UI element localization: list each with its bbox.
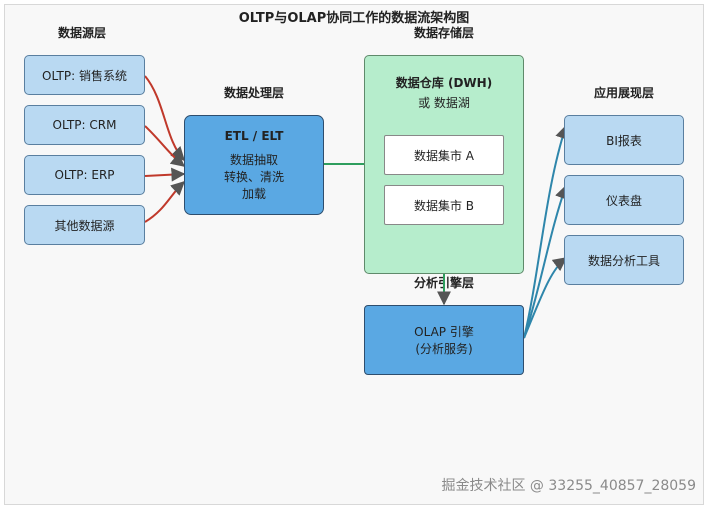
source-label: OLTP: 销售系统 bbox=[42, 68, 127, 83]
dwh-subtitle: 或 数据湖 bbox=[418, 96, 470, 110]
olap-line-1: OLAP 引擎 bbox=[414, 325, 474, 339]
arrow-olap-tools bbox=[523, 257, 568, 339]
arrow-olap-bi bbox=[523, 124, 569, 339]
arrow-src-erp-etl bbox=[144, 167, 186, 182]
etl-title: ETL / ELT bbox=[224, 128, 284, 143]
source-label: OLTP: ERP bbox=[54, 168, 115, 182]
mart-b-box: 数据集市 B bbox=[384, 185, 504, 225]
app-label: 仪表盘 bbox=[605, 193, 642, 208]
application-layer-label: 应用展现层 bbox=[594, 86, 655, 100]
source-box-crm: OLTP: CRM bbox=[24, 105, 145, 145]
mart-a-box: 数据集市 A bbox=[384, 135, 504, 175]
arrow-src-other-etl bbox=[144, 181, 186, 223]
source-box-sales: OLTP: 销售系统 bbox=[24, 55, 145, 95]
mart-b-label: 数据集市 B bbox=[413, 198, 475, 213]
etl-line-2: 转换、清洗 bbox=[223, 169, 284, 184]
dwh-title: 数据仓库 (DWH) bbox=[395, 76, 493, 90]
processing-layer-label: 数据处理层 bbox=[224, 86, 285, 100]
arrow-src-crm-etl bbox=[144, 125, 186, 167]
watermark: 掘金技术社区 @ 33255_40857_28059 bbox=[441, 478, 696, 494]
diagram-title: OLTP与OLAP协同工作的数据流架构图 bbox=[238, 11, 470, 26]
app-label: 数据分析工具 bbox=[587, 253, 660, 268]
olap-box: OLAP 引擎 (分析服务) bbox=[364, 305, 524, 375]
source-label: 其他数据源 bbox=[54, 218, 115, 233]
app-box-tools: 数据分析工具 bbox=[564, 235, 684, 285]
source-layer-label: 数据源层 bbox=[58, 26, 107, 40]
mart-a-label: 数据集市 A bbox=[413, 148, 475, 163]
olap-line-2: (分析服务) bbox=[415, 342, 473, 356]
etl-line-3: 加载 bbox=[241, 186, 266, 201]
source-box-other: 其他数据源 bbox=[24, 205, 145, 245]
etl-box: ETL / ELT 数据抽取 转换、清洗 加载 bbox=[184, 115, 324, 215]
source-box-erp: OLTP: ERP bbox=[24, 155, 145, 195]
app-box-bi: BI报表 bbox=[564, 115, 684, 165]
storage-layer-label: 数据存储层 bbox=[414, 26, 475, 40]
app-label: BI报表 bbox=[606, 133, 642, 148]
app-box-dashboard: 仪表盘 bbox=[564, 175, 684, 225]
source-label: OLTP: CRM bbox=[52, 118, 117, 132]
arrow-olap-dashboard bbox=[523, 184, 569, 339]
etl-line-1: 数据抽取 bbox=[229, 152, 278, 167]
